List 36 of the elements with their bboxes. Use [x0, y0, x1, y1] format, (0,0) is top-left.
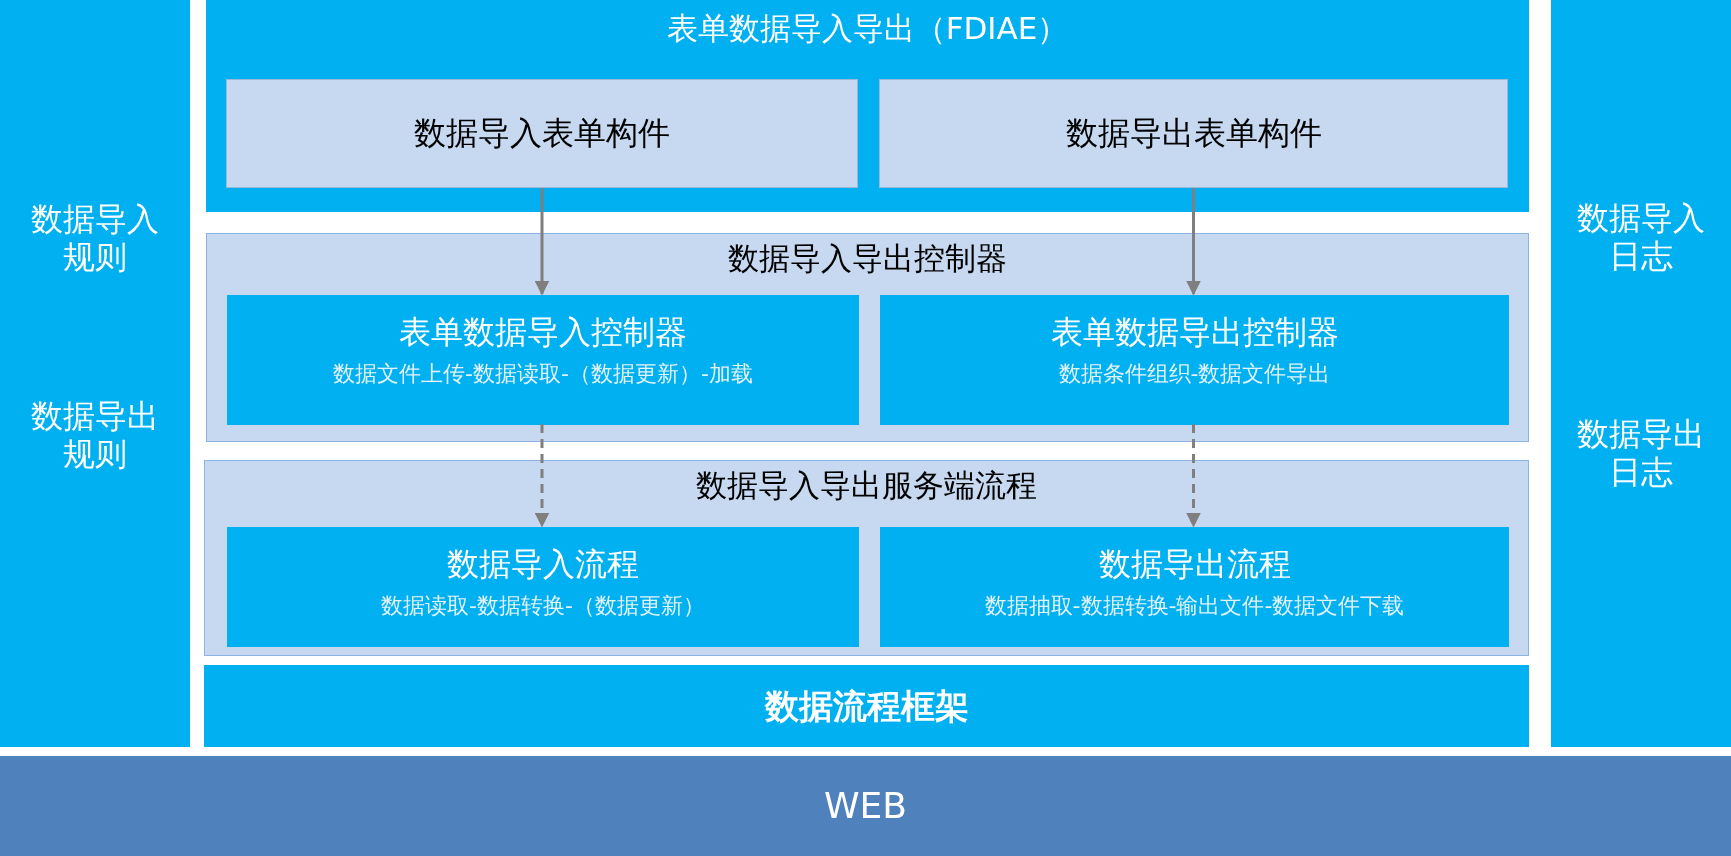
arrow: [534, 188, 550, 296]
rule-label: 数据导出规则: [30, 396, 160, 474]
layer-panel: [206, 233, 1529, 442]
arrow: [1186, 424, 1201, 528]
box-subtitle: 数据读取-数据转换-（数据更新）: [381, 593, 705, 620]
box-label: 数据导出表单构件: [1065, 114, 1322, 153]
arrow: [1186, 188, 1201, 296]
box-title: 表单数据导入控制器: [399, 313, 687, 352]
controller-box: [880, 295, 1509, 425]
box-subtitle: 数据抽取-数据转换-输出文件-数据文件下载: [984, 593, 1405, 620]
layer-panel: [204, 460, 1529, 656]
box-title: 表单数据导出控制器: [1050, 313, 1339, 352]
component-box: [879, 79, 1508, 188]
band-title: 表单数据导入导出（FDIAE）: [666, 10, 1069, 48]
box-subtitle: 数据条件组织-数据文件导出: [1058, 361, 1331, 388]
base-band: [0, 756, 1731, 856]
box-title: 数据导出流程: [1098, 545, 1291, 584]
band-title: 数据流程框架: [764, 685, 969, 727]
layer-band: [206, 0, 1529, 212]
process-box: [880, 527, 1509, 647]
panel-title: 数据导入导出控制器: [728, 240, 1007, 278]
box-title: 数据导入流程: [447, 545, 639, 584]
rule-label: 数据导出日志: [1576, 414, 1706, 492]
box-label: 数据导入表单构件: [414, 114, 670, 153]
rule-label: 数据导入日志: [1576, 199, 1706, 276]
process-box: [227, 527, 859, 647]
framework-band: [204, 665, 1529, 747]
component-box: [226, 79, 858, 188]
side-column: [0, 0, 190, 747]
panel-title: 数据导入导出服务端流程: [696, 467, 1037, 505]
side-column: [1551, 0, 1731, 747]
box-subtitle: 数据文件上传-数据读取-（数据更新）-加载: [333, 361, 753, 388]
band-label: WEB: [823, 784, 907, 828]
controller-box: [227, 295, 859, 425]
rule-label: 数据导入规则: [30, 200, 160, 277]
arrow: [534, 424, 550, 528]
